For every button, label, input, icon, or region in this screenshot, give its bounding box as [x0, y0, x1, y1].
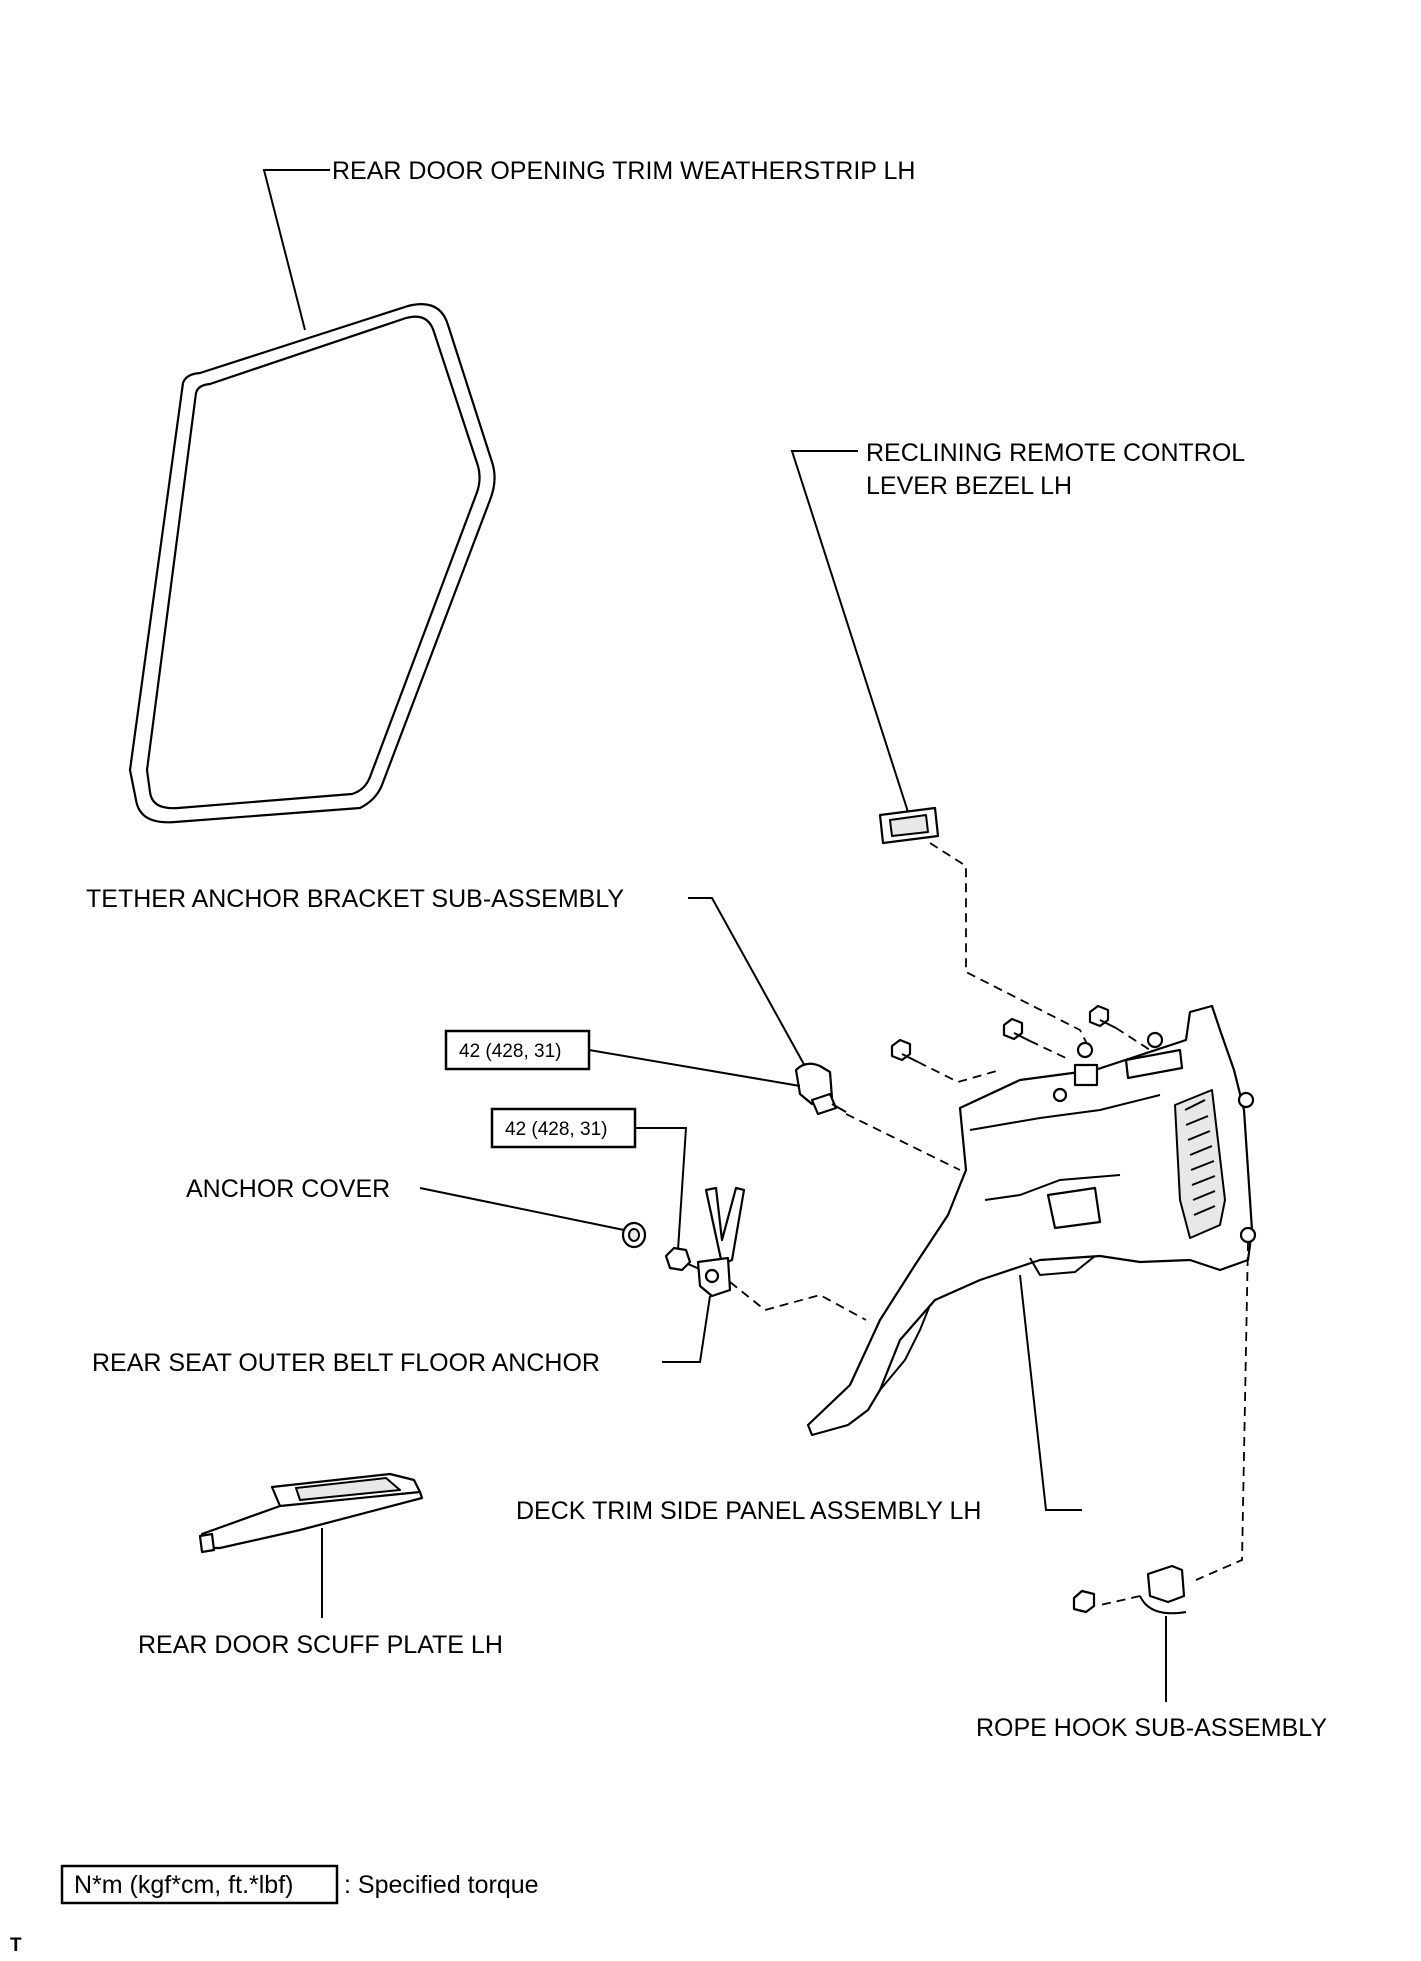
- legend-text: : Specified torque: [344, 1871, 539, 1899]
- anchor-cover-leader: [419, 1187, 625, 1231]
- belt-torque-box: [490, 1107, 637, 1149]
- bezel-part: [878, 806, 940, 845]
- clip-dashed-guides: [917, 1027, 1151, 1083]
- tether-bracket-part: [794, 1062, 847, 1116]
- legend-torque-box: [60, 1864, 339, 1905]
- deck-panel-part: [806, 1004, 1257, 1437]
- clip-bolts: [890, 1004, 1117, 1063]
- bezel-label-line2: LEVER BEZEL LH: [866, 472, 1072, 500]
- belt-dashed-guide: [729, 1281, 867, 1321]
- belt-anchor-label: REAR SEAT OUTER BELT FLOOR ANCHOR: [92, 1349, 600, 1377]
- tether-torque-box: [444, 1029, 591, 1071]
- belt-anchor-part: [696, 1186, 746, 1298]
- belt-torque-leader: [635, 1127, 688, 1251]
- belt-torque-value: 42 (428, 31): [505, 1119, 607, 1140]
- bezel-label-line1: RECLINING REMOTE CONTROL: [866, 439, 1245, 467]
- tether-torque-value: 42 (428, 31): [459, 1041, 561, 1062]
- anchor-cover-part: [621, 1221, 647, 1249]
- tether-dashed-guide: [845, 1113, 961, 1171]
- deck-panel-leader: [1019, 1274, 1082, 1511]
- rope-hook-dashed-guide: [1095, 1241, 1249, 1607]
- tether-torque-leader: [588, 1049, 801, 1087]
- anchor-cover-label: ANCHOR COVER: [186, 1175, 390, 1203]
- weatherstrip-leader: [262, 169, 330, 331]
- bezel-leader: [790, 450, 909, 813]
- scuff-plate-part: [198, 1472, 424, 1554]
- belt-bolt-part: [664, 1246, 703, 1272]
- tether-leader: [688, 897, 807, 1069]
- scuff-plate-label: REAR DOOR SCUFF PLATE LH: [138, 1631, 503, 1659]
- deck-panel-label: DECK TRIM SIDE PANEL ASSEMBLY LH: [516, 1497, 981, 1525]
- belt-anchor-leader: [662, 1295, 711, 1363]
- weatherstrip-part: [128, 303, 496, 824]
- tether-label: TETHER ANCHOR BRACKET SUB-ASSEMBLY: [86, 885, 624, 913]
- weatherstrip-label: REAR DOOR OPENING TRIM WEATHERSTRIP LH: [332, 157, 915, 185]
- rope-hook-part: [1072, 1564, 1187, 1615]
- bezel-dashed-guide: [929, 842, 1091, 1051]
- legend-unit: N*m (kgf*cm, ft.*lbf): [74, 1871, 293, 1899]
- rope-hook-label: ROPE HOOK SUB-ASSEMBLY: [976, 1714, 1327, 1742]
- corner-mark: T: [10, 1935, 22, 1956]
